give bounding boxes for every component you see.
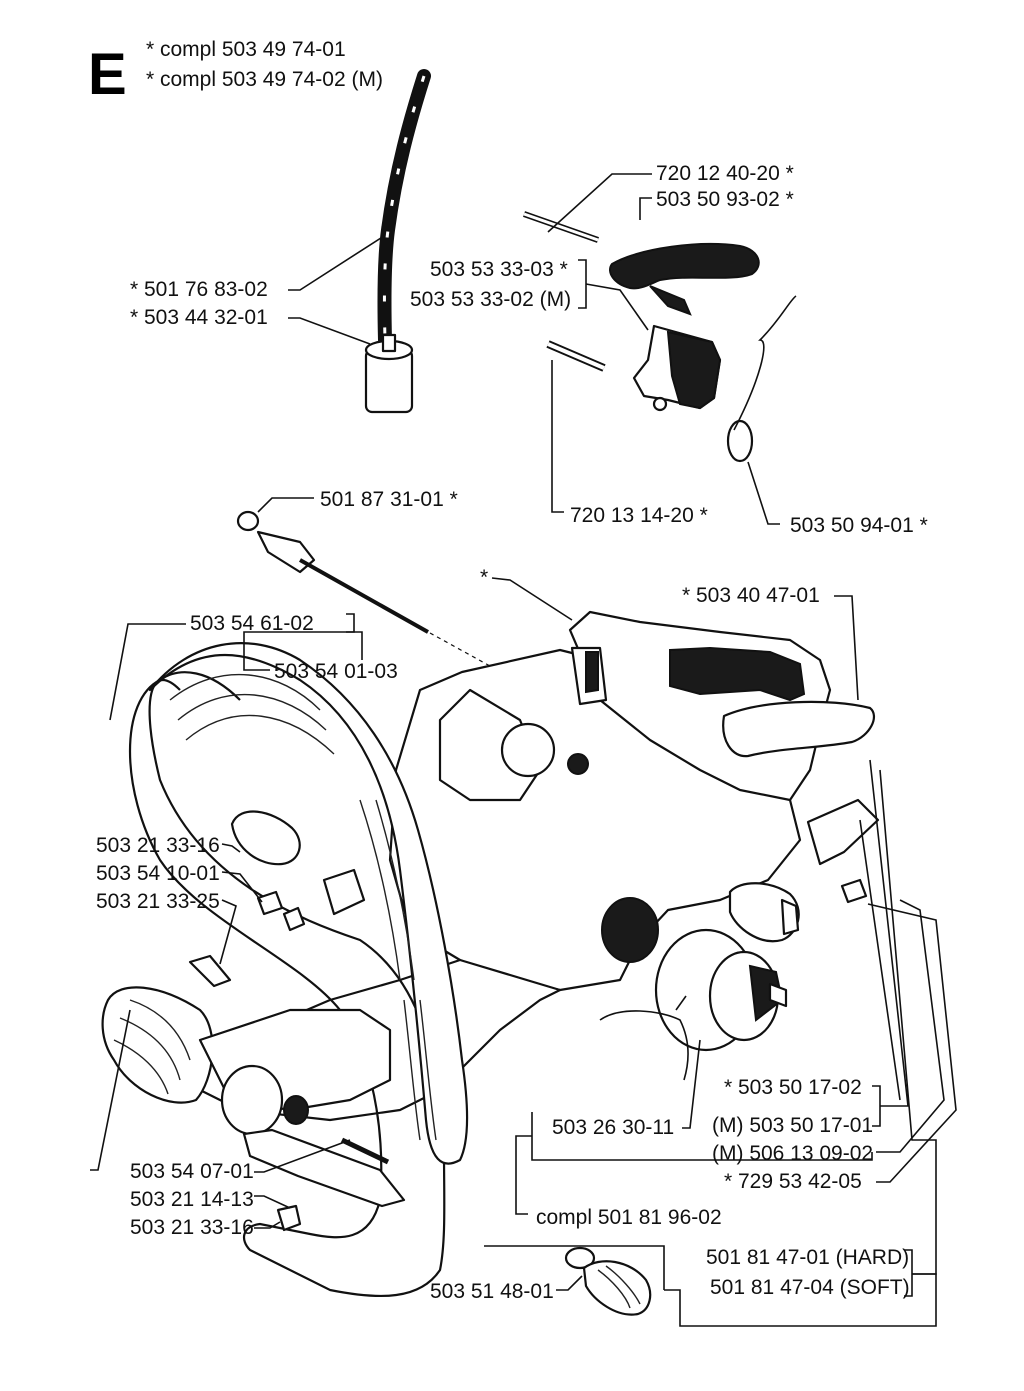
handle-trigger	[722, 700, 876, 758]
choke-rod	[236, 510, 491, 667]
rubber-buffer	[101, 986, 214, 1104]
label-503-26-30-11: 503 26 30-11	[552, 1116, 674, 1139]
label-503-54-61-02: 503 54 61-02	[190, 612, 314, 635]
pulley-spring	[599, 995, 689, 1081]
label-503-53-33-03: 503 53 33-03 *	[430, 258, 568, 281]
label-compl-501-81-96-02: compl 501 81 96-02	[536, 1206, 722, 1229]
label-star-body: *	[480, 566, 488, 589]
lockout-pin	[546, 340, 606, 372]
label-503-53-33-02: 503 53 33-02 (M)	[410, 288, 571, 311]
label-503-50-93-02: 503 50 93-02 *	[656, 188, 794, 211]
label-503-44-32-01: * 503 44 32-01	[130, 306, 268, 329]
label-503-54-01-03: 503 54 01-03	[274, 660, 398, 683]
fuel-hose	[377, 69, 431, 347]
label-503-50-17-01: (M) 503 50 17-01	[712, 1114, 873, 1137]
label-503-50-17-02: * 503 50 17-02	[724, 1076, 862, 1099]
handle-screws	[188, 890, 306, 1232]
fuel-filter	[364, 333, 414, 414]
label-501-87-31-01: 501 87 31-01 *	[320, 488, 458, 511]
bottom-plate	[242, 1128, 406, 1208]
right-screw	[840, 878, 868, 904]
label-503-21-33-25: 503 21 33-25	[96, 890, 220, 913]
handle-clamp	[230, 810, 366, 916]
label-506-13-09-02: (M) 506 13 09-02	[712, 1142, 873, 1165]
anti-vibration-buffer	[564, 1246, 652, 1316]
label-compl-503-49-74-01: * compl 503 49 74-01	[146, 38, 346, 61]
section-letter: E	[88, 42, 127, 107]
throttle-spring	[726, 295, 797, 463]
label-503-21-33-16-bottom: 503 21 33-16	[130, 1216, 254, 1239]
throttle-lockout	[632, 324, 722, 412]
label-503-54-10-01: 503 54 10-01	[96, 862, 220, 885]
label-720-12-40-20: 720 12 40-20 *	[656, 162, 794, 185]
throttle-trigger	[609, 243, 760, 316]
starter-pulley	[708, 950, 788, 1042]
label-503-54-07-01: 503 54 07-01	[130, 1160, 254, 1183]
label-compl-503-49-74-02: * compl 503 49 74-02 (M)	[146, 68, 383, 91]
label-720-13-14-20: 720 13 14-20 *	[570, 504, 708, 527]
label-503-40-47-01: * 503 40 47-01	[682, 584, 820, 607]
leader-lines	[90, 173, 957, 1327]
label-729-53-42-05: * 729 53 42-05	[724, 1170, 862, 1193]
part-labels: * compl 503 49 74-01 * compl 503 49 74-0…	[96, 38, 928, 1303]
label-503-50-94-01: 503 50 94-01 *	[790, 514, 928, 537]
label-501-81-47-04: 501 81 47-04 (SOFT)	[710, 1276, 910, 1299]
vibration-damper-right	[728, 882, 800, 943]
label-503-51-48-01: 503 51 48-01	[430, 1280, 554, 1303]
label-501-76-83-02: * 501 76 83-02	[130, 278, 268, 301]
label-501-81-47-01: 501 81 47-01 (HARD)	[706, 1246, 909, 1269]
label-503-21-33-16-top: 503 21 33-16	[96, 834, 220, 857]
small-pin	[340, 1137, 390, 1165]
throttle-pin-top	[523, 211, 599, 243]
chain-guard	[806, 798, 901, 1101]
label-503-21-14-13: 503 21 14-13	[130, 1188, 254, 1211]
